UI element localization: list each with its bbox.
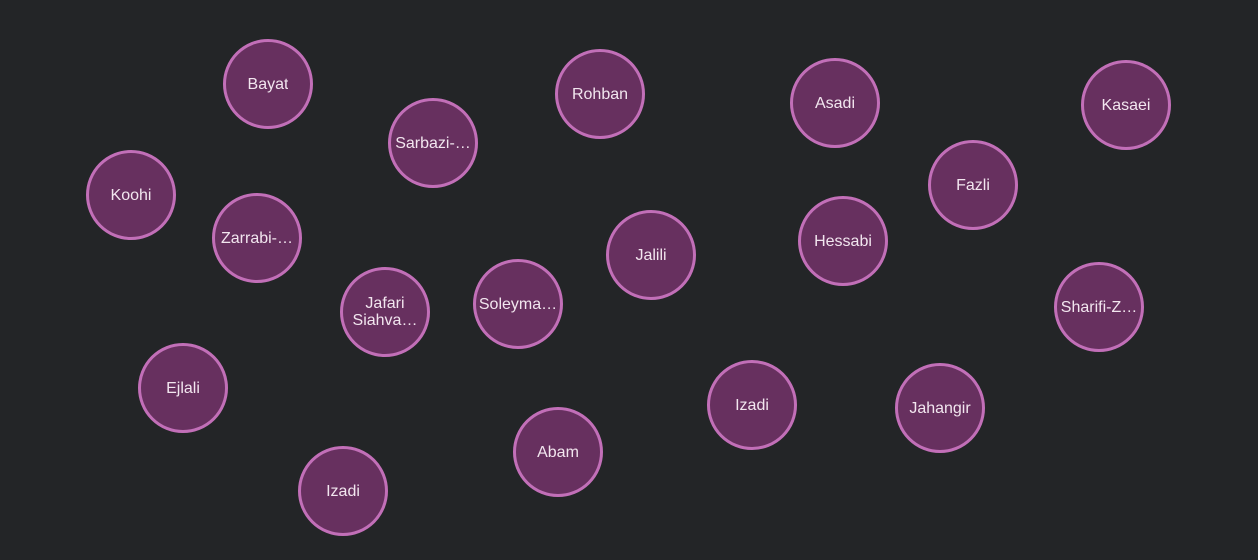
graph-node-kasaei[interactable]: Kasaei [1081, 60, 1171, 150]
graph-node-koohi[interactable]: Koohi [86, 150, 176, 240]
graph-node-sharifi-z[interactable]: Sharifi-Z… [1054, 262, 1144, 352]
node-label: Jafari Siahva… [352, 295, 418, 329]
graph-node-abam[interactable]: Abam [513, 407, 603, 497]
graph-node-fazli[interactable]: Fazli [928, 140, 1018, 230]
node-label: Asadi [814, 94, 856, 112]
graph-node-izadi-2[interactable]: Izadi [298, 446, 388, 536]
node-label: Sarbazi-… [395, 134, 471, 152]
node-label: Soleyma… [478, 295, 558, 313]
node-label: Jalili [635, 246, 667, 264]
node-label: Abam [537, 443, 579, 461]
graph-node-rohban[interactable]: Rohban [555, 49, 645, 139]
graph-node-sarbazi[interactable]: Sarbazi-… [388, 98, 478, 188]
graph-node-zarrabi[interactable]: Zarrabi-… [212, 193, 302, 283]
graph-node-soleyma[interactable]: Soleyma… [473, 259, 563, 349]
node-label: Ejlali [166, 379, 200, 397]
node-label: Fazli [956, 176, 990, 194]
graph-node-hessabi[interactable]: Hessabi [798, 196, 888, 286]
node-label: Rohban [571, 85, 629, 103]
graph-node-izadi[interactable]: Izadi [707, 360, 797, 450]
node-label: Izadi [326, 482, 360, 500]
node-label: Jahangir [909, 399, 971, 417]
graph-node-jafari-siahva[interactable]: Jafari Siahva… [340, 267, 430, 357]
node-label: Sharifi-Z… [1060, 298, 1138, 316]
graph-node-bayat[interactable]: Bayat [223, 39, 313, 129]
node-label: Kasaei [1101, 96, 1151, 114]
node-label: Bayat [247, 75, 289, 93]
graph-node-jahangir[interactable]: Jahangir [895, 363, 985, 453]
node-label: Izadi [735, 396, 769, 414]
graph-node-asadi[interactable]: Asadi [790, 58, 880, 148]
node-label: Zarrabi-… [220, 229, 293, 247]
graph-node-ejlali[interactable]: Ejlali [138, 343, 228, 433]
graph-node-jalili[interactable]: Jalili [606, 210, 696, 300]
node-label: Koohi [110, 186, 152, 204]
node-label: Hessabi [814, 232, 872, 250]
